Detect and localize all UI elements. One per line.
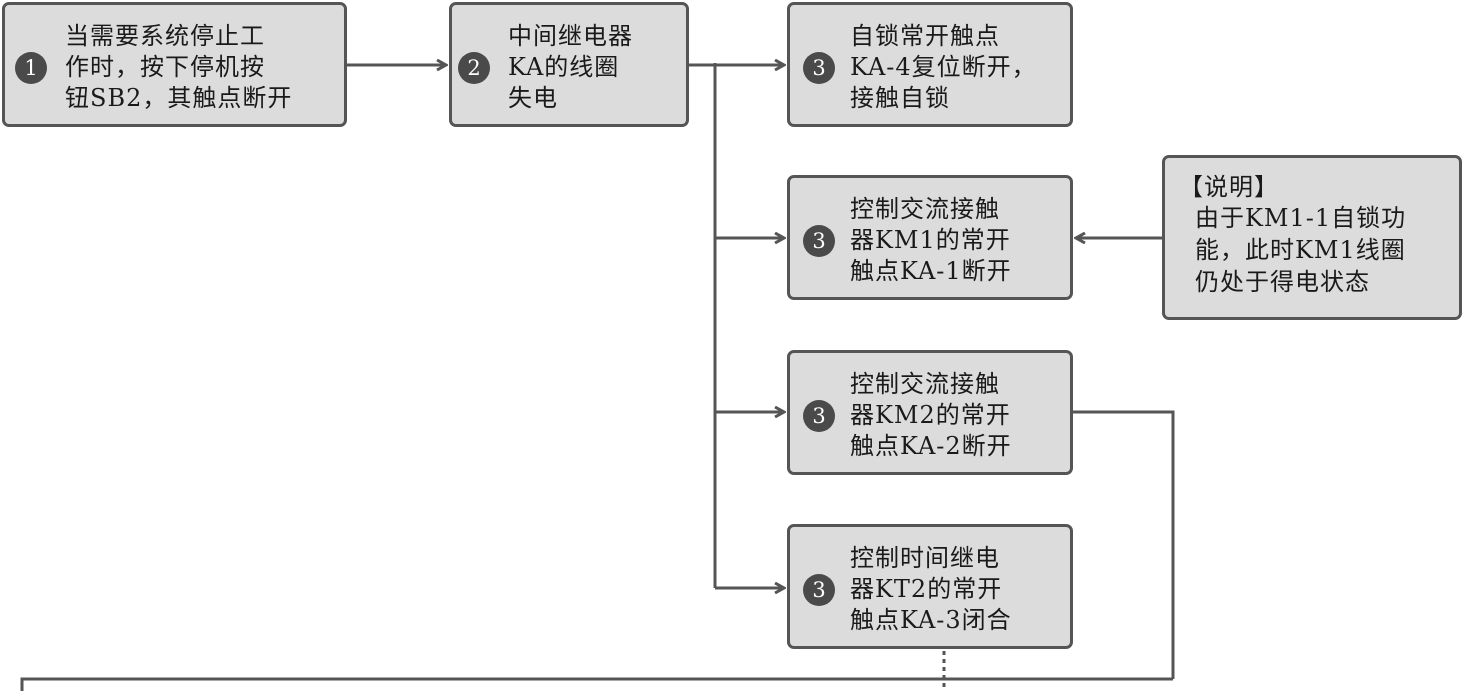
step-1-text: 当需要系统停止工 作时，按下停机按 钮SB2，其触点断开 — [65, 22, 293, 112]
note-box: 【说明】 由于KM1-1自锁功 能，此时KM1线圈 仍处于得电状态 — [1162, 155, 1462, 320]
step-3c-box: 3 控制交流接触 器KM2的常开 触点KA-2断开 — [787, 350, 1073, 475]
step-3a-box: 3 自锁常开触点 KA-4复位断开， 接触自锁 — [787, 2, 1073, 127]
step-number-badge: 3 — [803, 225, 835, 257]
step-2-box: 2 中间继电器 KA的线圈 失电 — [449, 2, 689, 127]
step-3b-text: 控制交流接触 器KM1的常开 触点KA-1断开 — [850, 195, 1012, 285]
line-step3c-down — [1073, 410, 1175, 679]
step-3d-box: 3 控制时间继电 器KT2的常开 触点KA-3闭合 — [787, 524, 1073, 649]
bottom-bus-line — [20, 677, 1173, 691]
step-number-badge: 3 — [803, 574, 835, 606]
step-number-badge: 3 — [803, 400, 835, 432]
note-text: 由于KM1-1自锁功 能，此时KM1线圈 仍处于得电状态 — [1195, 204, 1407, 296]
step-3b-box: 3 控制交流接触 器KM1的常开 触点KA-1断开 — [787, 175, 1073, 300]
step-3d-text: 控制时间继电 器KT2的常开 触点KA-3闭合 — [850, 544, 1012, 634]
note-title: 【说明】 — [1179, 173, 1279, 201]
step-1-box: 1 当需要系统停止工 作时，按下停机按 钮SB2，其触点断开 — [2, 2, 347, 127]
step-number-badge: 1 — [15, 52, 47, 84]
step-number-badge: 3 — [803, 52, 835, 84]
step-3a-text: 自锁常开触点 KA-4复位断开， 接触自锁 — [850, 22, 1037, 112]
step-3c-text: 控制交流接触 器KM2的常开 触点KA-2断开 — [850, 370, 1012, 460]
step-number-badge: 2 — [458, 52, 490, 84]
step-2-text: 中间继电器 KA的线圈 失电 — [508, 22, 633, 112]
